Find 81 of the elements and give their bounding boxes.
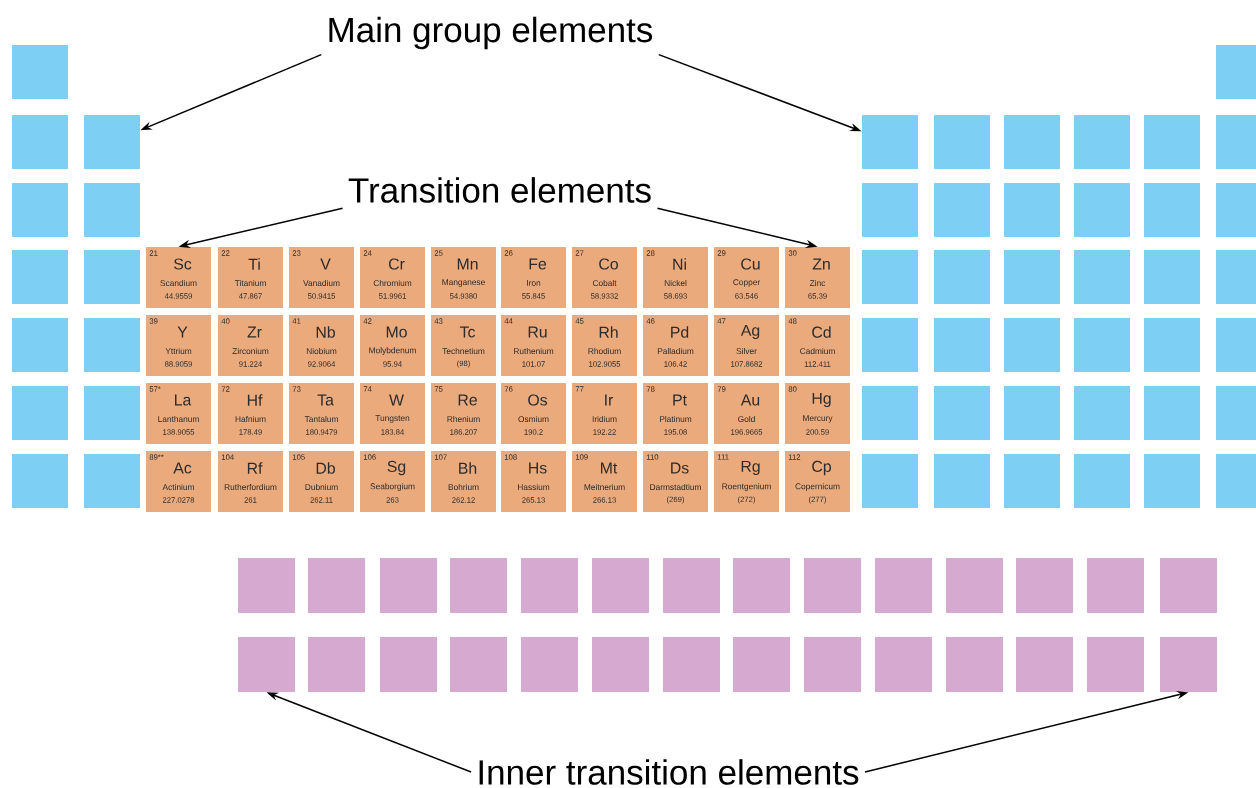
heading: Main group elements <box>329 16 653 50</box>
element-tile <box>12 386 68 440</box>
element-tile <box>1004 318 1060 372</box>
element-tile <box>1144 318 1200 372</box>
element-tile <box>862 386 918 440</box>
element-tile <box>1160 637 1217 692</box>
element-tile <box>1004 183 1060 237</box>
element-tile <box>1016 637 1073 692</box>
element-tile <box>84 115 140 169</box>
element-tile <box>1216 183 1256 237</box>
element-tile <box>84 454 140 508</box>
element-tile <box>1144 183 1200 237</box>
element-tile <box>862 183 918 237</box>
element-tile <box>380 558 437 613</box>
element-tile <box>592 558 649 613</box>
element-tile <box>1074 454 1130 508</box>
element-tile <box>934 318 990 372</box>
heading: Transition elements <box>348 177 651 203</box>
element-tile <box>84 386 140 440</box>
element-tile <box>84 183 140 237</box>
element-tile <box>12 454 68 508</box>
element-tile <box>733 558 790 613</box>
element-tile <box>84 318 140 372</box>
element-tile <box>1074 115 1130 169</box>
element-tile <box>1144 386 1200 440</box>
element-tile <box>1144 250 1200 304</box>
element-tile <box>1216 318 1256 372</box>
element-tile <box>862 318 918 372</box>
element-tile <box>592 637 649 692</box>
element-tile <box>934 183 990 237</box>
element-tile <box>1074 183 1130 237</box>
element-tile <box>663 637 720 692</box>
element-tile <box>1216 250 1256 304</box>
element-tile <box>934 386 990 440</box>
element-tile <box>308 558 365 613</box>
element-tile <box>862 250 918 304</box>
element-tile <box>663 558 720 613</box>
element-tile <box>1074 250 1130 304</box>
element-tile <box>934 250 990 304</box>
element-tile <box>12 183 68 237</box>
element-tile <box>12 250 68 304</box>
element-tile <box>862 454 918 508</box>
element-tile <box>1004 115 1060 169</box>
element-tile <box>12 45 68 99</box>
element-tile <box>1144 454 1200 508</box>
element-tile <box>1216 45 1256 99</box>
element-tile <box>84 250 140 304</box>
element-tile <box>450 558 507 613</box>
element-tile <box>804 558 861 613</box>
element-tile <box>733 637 790 692</box>
element-tile <box>521 558 578 613</box>
element-tile <box>238 558 295 613</box>
element-tile <box>1004 454 1060 508</box>
element-tile <box>380 637 437 692</box>
element-tile <box>238 637 295 692</box>
element-tile <box>1144 115 1200 169</box>
element-tile <box>12 115 68 169</box>
element-tile <box>804 637 861 692</box>
element-tile <box>946 637 1003 692</box>
element-tile <box>1074 386 1130 440</box>
element-tile <box>12 318 68 372</box>
element-tile <box>1004 250 1060 304</box>
element-tile <box>1016 558 1073 613</box>
element-tile <box>450 637 507 692</box>
element-tile <box>946 558 1003 613</box>
element-tile <box>521 637 578 692</box>
element-tile <box>934 115 990 169</box>
element-tile <box>1216 454 1256 508</box>
element-tile <box>934 454 990 508</box>
element-tile <box>1216 115 1256 169</box>
element-tile <box>875 558 932 613</box>
element-tile <box>1074 318 1130 372</box>
element-tile <box>875 637 932 692</box>
element-tile <box>862 115 918 169</box>
heading: Inner transition elements <box>479 759 859 785</box>
element-tile <box>1216 386 1256 440</box>
element-tile <box>308 637 365 692</box>
element-tile <box>1087 558 1144 613</box>
element-tile <box>1087 637 1144 692</box>
element-tile <box>1160 558 1217 613</box>
element-tile <box>1004 386 1060 440</box>
